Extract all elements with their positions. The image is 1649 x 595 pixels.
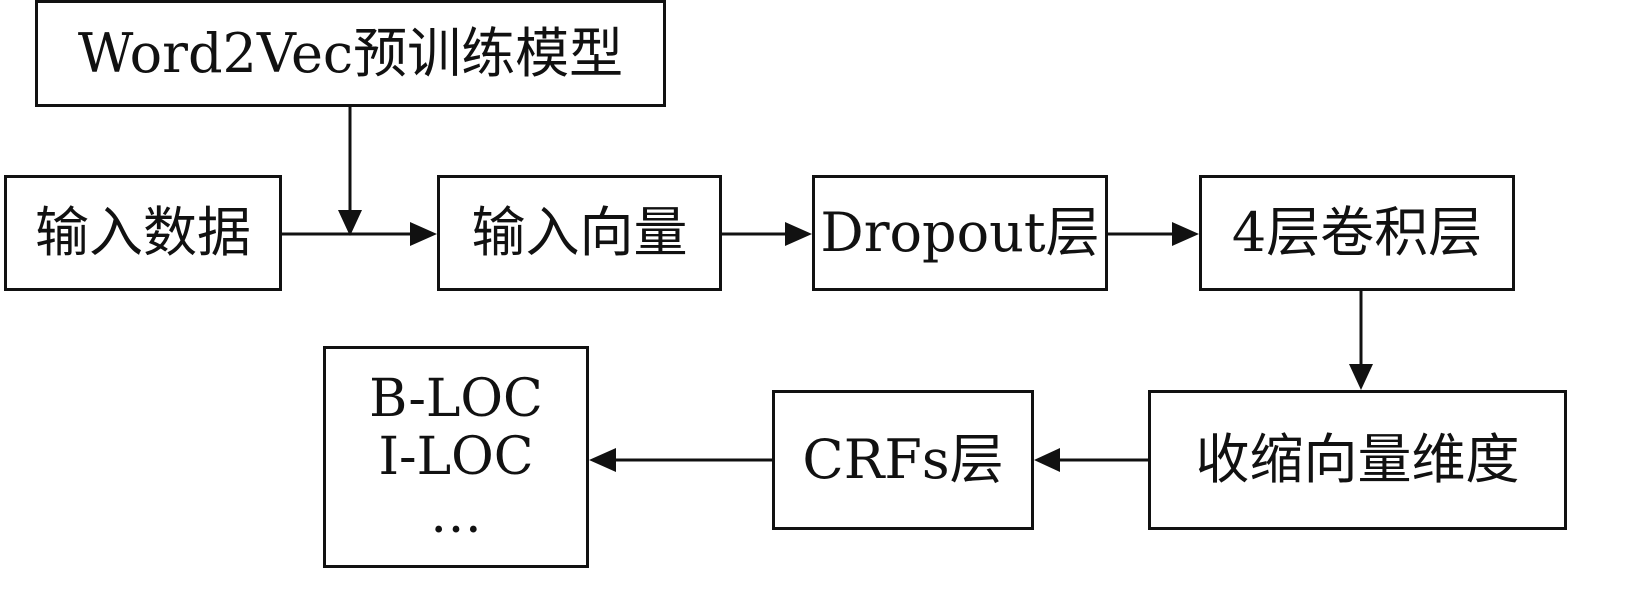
reduce-dimension-label: 收缩向量维度 <box>1195 428 1520 491</box>
crf-layer-node: CRFs层 <box>772 390 1034 530</box>
dropout-layer-node: Dropout层 <box>812 175 1108 291</box>
conv-layers-label: 4层卷积层 <box>1231 201 1483 264</box>
arrowhead-to-dropout <box>785 222 812 246</box>
input-data-node: 输入数据 <box>4 175 282 291</box>
arrowhead-to-dim <box>1349 364 1373 390</box>
arrowhead-to-crf <box>1034 448 1060 472</box>
arrowhead-to-conv <box>1172 222 1199 246</box>
word2vec-model-node: Word2Vec预训练模型 <box>35 0 666 107</box>
dropout-layer-label: Dropout层 <box>820 201 1100 264</box>
crf-layer-label: CRFs层 <box>802 428 1004 491</box>
conv-layers-node: 4层卷积层 <box>1199 175 1515 291</box>
input-data-label: 输入数据 <box>35 201 251 264</box>
input-vector-node: 输入向量 <box>437 175 722 291</box>
arrowhead-down-merge <box>338 210 362 236</box>
reduce-dimension-node: 收缩向量维度 <box>1148 390 1567 530</box>
output-label-ellipsis: … <box>430 485 482 546</box>
output-labels-node: B-LOC I-LOC … <box>323 346 589 568</box>
word2vec-model-label: Word2Vec预训练模型 <box>77 21 624 85</box>
output-label-b-loc: B-LOC <box>369 368 543 429</box>
arrowhead-to-output <box>589 448 616 472</box>
output-label-i-loc: I-LOC <box>378 426 534 487</box>
input-vector-label: 输入向量 <box>471 201 688 264</box>
arrowhead-to-vector <box>410 222 437 246</box>
